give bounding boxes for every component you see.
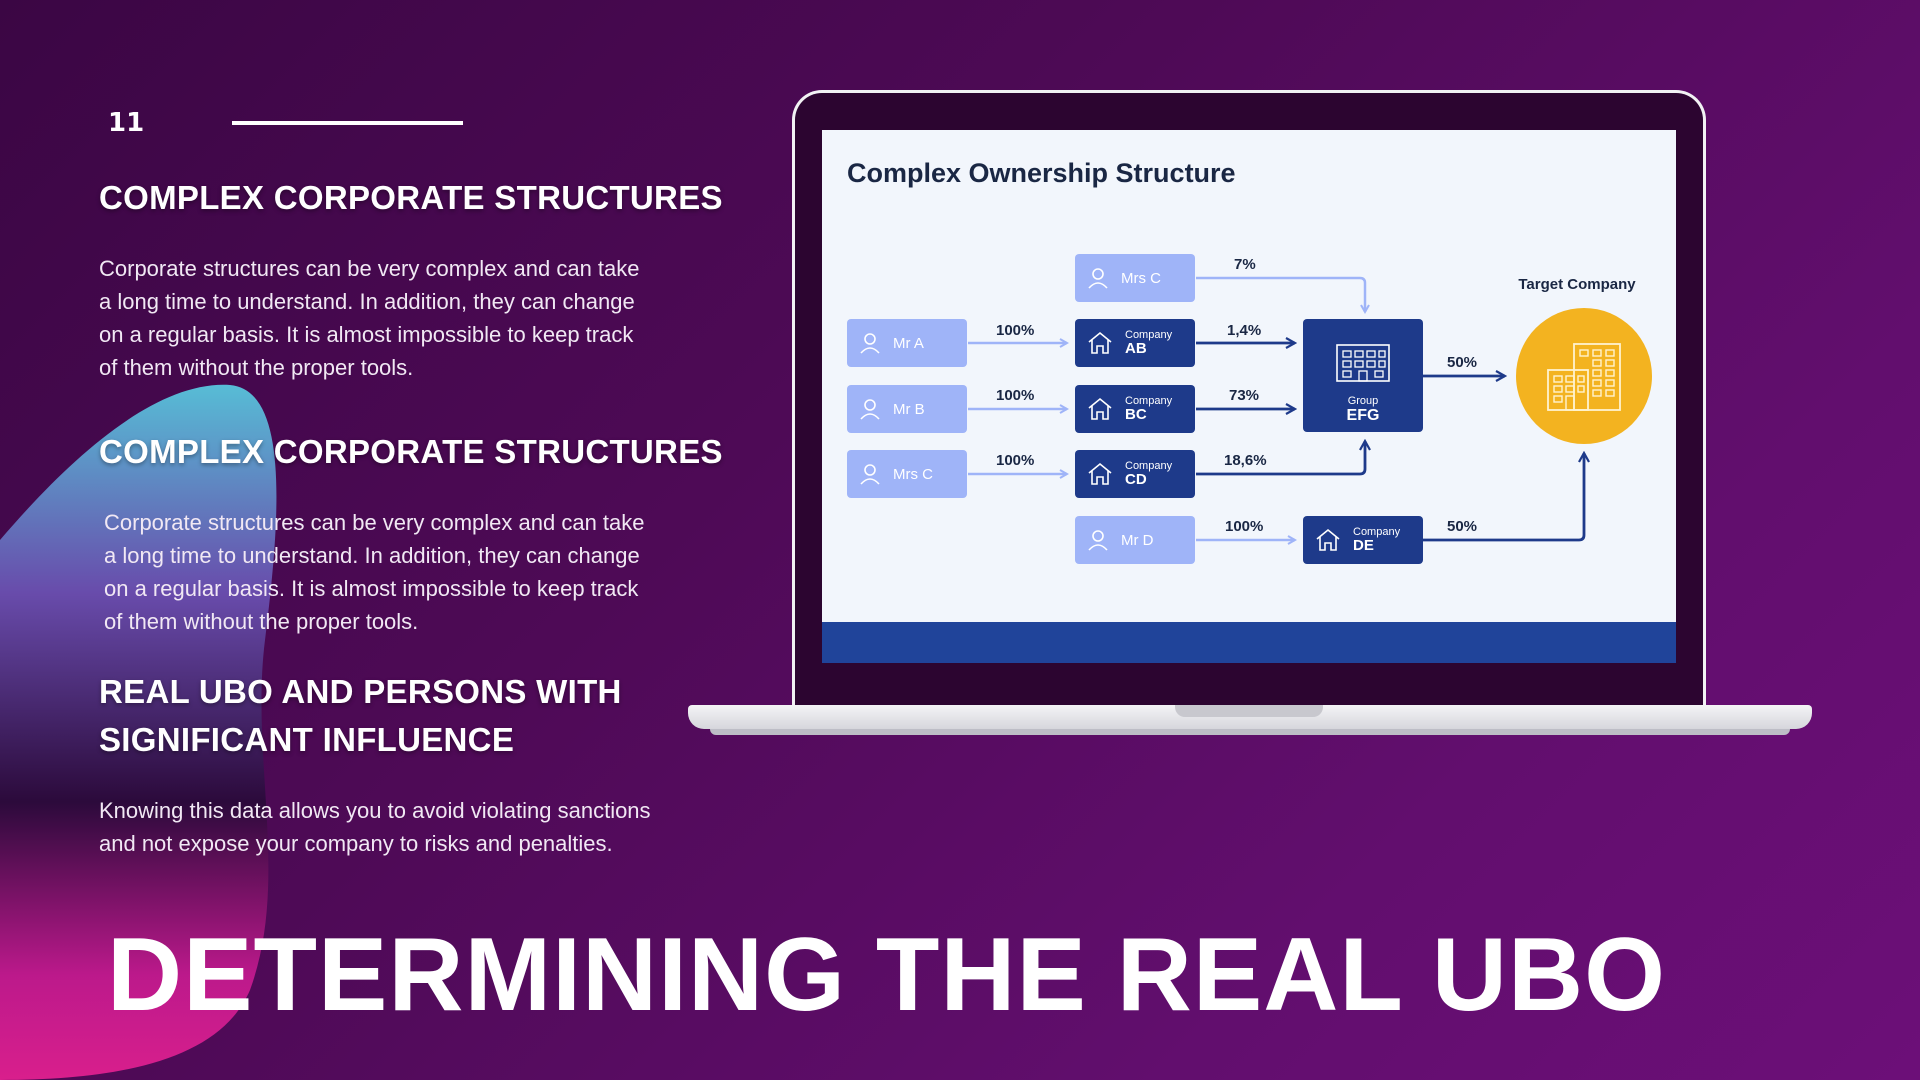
node-label: CD bbox=[1125, 471, 1147, 488]
person-icon bbox=[860, 333, 880, 354]
house-icon bbox=[1088, 331, 1112, 354]
node-label: Mrs C bbox=[1121, 269, 1161, 287]
node-group-efg: Group EFG bbox=[1303, 319, 1423, 432]
page-number: 11 bbox=[108, 108, 145, 138]
pct-mrs-c-to-cd: 100% bbox=[996, 452, 1035, 469]
person-icon bbox=[1088, 530, 1108, 551]
decorative-gradient-blob bbox=[0, 384, 277, 1080]
target-company-node bbox=[1516, 308, 1652, 444]
node-label: Mr D bbox=[1121, 531, 1154, 549]
screen-footer-bar bbox=[822, 622, 1676, 663]
section-3-line: and not expose your company to risks and… bbox=[99, 831, 613, 856]
node-mrs-c-top: Mrs C bbox=[1075, 254, 1195, 302]
pct-ab-to-efg: 1,4% bbox=[1227, 322, 1262, 339]
pct-mrs-c-to-efg: 7% bbox=[1234, 256, 1256, 273]
section-2-line: a long time to understand. In addition, … bbox=[104, 543, 640, 568]
house-icon bbox=[1088, 397, 1112, 420]
node-sub-label: Company bbox=[1125, 395, 1173, 407]
section-3-line: Knowing this data allows you to avoid vi… bbox=[99, 798, 651, 823]
section-3-heading-line: SIGNIFICANT INFLUENCE bbox=[99, 721, 515, 758]
pct-mr-d-to-de: 100% bbox=[1225, 518, 1264, 535]
section-2-text: Corporate structures can be very complex… bbox=[104, 506, 704, 638]
laptop-screen: Complex Ownership Structure bbox=[822, 130, 1676, 663]
section-2-line: Corporate structures can be very complex… bbox=[104, 510, 645, 535]
section-3-heading: REAL UBO AND PERSONS WITH SIGNIFICANT IN… bbox=[99, 668, 622, 764]
node-label: AB bbox=[1125, 340, 1147, 357]
diagram-title: Complex Ownership Structure bbox=[847, 158, 1236, 188]
node-label: DE bbox=[1353, 537, 1374, 554]
node-label: Mr A bbox=[893, 334, 924, 352]
person-icon bbox=[860, 464, 880, 485]
node-label: Mrs C bbox=[893, 465, 933, 483]
section-1-text: Corporate structures can be very complex… bbox=[99, 252, 699, 384]
pct-mr-b-to-bc: 100% bbox=[996, 387, 1035, 404]
person-icon bbox=[1088, 268, 1108, 289]
laptop-notch bbox=[1175, 705, 1323, 717]
node-sub-label: Company bbox=[1353, 526, 1401, 538]
node-sub-label: Company bbox=[1125, 329, 1173, 341]
section-2-line: on a regular basis. It is almost impossi… bbox=[104, 576, 639, 601]
node-sub-label: Company bbox=[1125, 460, 1173, 472]
node-label: Mr B bbox=[893, 400, 925, 418]
laptop-base-shadow bbox=[710, 729, 1790, 735]
node-label: EFG bbox=[1346, 407, 1380, 424]
pct-efg-to-target: 50% bbox=[1447, 354, 1478, 371]
section-1-line: on a regular basis. It is almost impossi… bbox=[99, 322, 634, 347]
header-rule bbox=[232, 121, 463, 125]
arrow-de-to-target bbox=[1423, 453, 1584, 542]
office-buildings-icon bbox=[1547, 343, 1621, 411]
pct-mr-a-to-ab: 100% bbox=[996, 322, 1035, 339]
building-icon bbox=[1336, 344, 1390, 382]
pct-cd-to-efg: 18,6% bbox=[1224, 452, 1267, 469]
node-mr-b: Mr B bbox=[847, 385, 967, 433]
section-3-text: Knowing this data allows you to avoid vi… bbox=[99, 794, 739, 860]
section-3-heading-line: REAL UBO AND PERSONS WITH bbox=[99, 673, 622, 710]
house-icon bbox=[1316, 528, 1340, 551]
node-mr-a: Mr A bbox=[847, 319, 967, 367]
node-mrs-c: Mrs C bbox=[847, 450, 967, 498]
node-sub-label: Group bbox=[1347, 395, 1379, 407]
main-title: DETERMINING THE REAL UBO bbox=[107, 917, 1667, 1033]
section-1-line: Corporate structures can be very complex… bbox=[99, 256, 640, 281]
arrow-cd-to-efg bbox=[1196, 441, 1365, 476]
section-2-line: of them without the proper tools. bbox=[104, 609, 419, 634]
node-label: BC bbox=[1125, 406, 1147, 423]
target-company-label: Target Company bbox=[1518, 276, 1636, 293]
pct-de-to-target: 50% bbox=[1447, 518, 1478, 535]
diagram-connectors bbox=[968, 276, 1676, 663]
house-icon bbox=[1088, 462, 1112, 485]
section-1-line: a long time to understand. In addition, … bbox=[99, 289, 635, 314]
arrow-mrs-c-to-efg bbox=[1196, 276, 1365, 312]
node-mr-d: Mr D bbox=[1075, 516, 1195, 564]
section-1-line: of them without the proper tools. bbox=[99, 355, 414, 380]
pct-bc-to-efg: 73% bbox=[1229, 387, 1260, 404]
section-2-heading: COMPLEX CORPORATE STRUCTURES bbox=[99, 433, 723, 470]
person-icon bbox=[860, 399, 880, 420]
section-1-heading: COMPLEX CORPORATE STRUCTURES bbox=[99, 179, 723, 216]
